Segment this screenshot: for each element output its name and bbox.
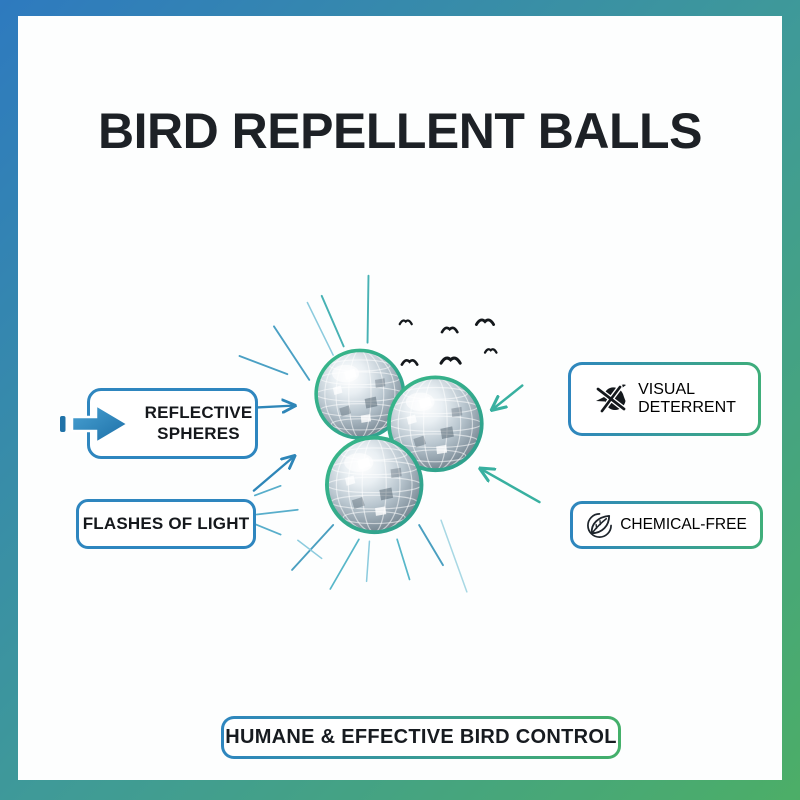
birds-flock <box>398 318 498 366</box>
callout-label: FLASHES OF LIGHT <box>82 513 250 533</box>
callout-label: REFLECTIVE SPHERES <box>144 402 253 443</box>
launch-arrow-icon <box>60 402 131 445</box>
callout-flashes-of-light: FLASHES OF LIGHT <box>76 499 256 549</box>
arrow-reflective-to-balls <box>253 406 293 408</box>
callout-chemical-free: CHEMICAL-FREE <box>570 501 763 549</box>
no-bird-icon <box>595 384 627 414</box>
footer-banner: HUMANE & EFFECTIVE BIRD CONTROL <box>221 716 621 759</box>
page-title: BIRD REPELLENT BALLS <box>98 103 702 159</box>
callout-reflective-spheres: REFLECTIVE SPHERES <box>60 388 258 459</box>
arrow-flashes-to-balls <box>252 457 293 492</box>
callout-visual-deterrent: VISUAL DETERRENT <box>568 362 761 436</box>
leaf-icon <box>587 512 613 538</box>
light-rays <box>238 274 468 593</box>
disco-ball-bottom <box>327 438 422 533</box>
callout-label: VISUAL DETERRENT <box>638 381 736 416</box>
callout-label: CHEMICAL-FREE <box>620 516 747 533</box>
arrow-chemical-to-balls <box>482 470 541 504</box>
infographic-card: BIRD REPELLENT BALLS <box>18 16 782 780</box>
arrow-visual-to-balls <box>494 384 524 409</box>
footer-label: HUMANE & EFFECTIVE BIRD CONTROL <box>225 726 617 748</box>
disco-ball-top-left <box>316 350 404 438</box>
disco-ball-right <box>389 377 482 470</box>
connector-arrows <box>252 384 541 504</box>
